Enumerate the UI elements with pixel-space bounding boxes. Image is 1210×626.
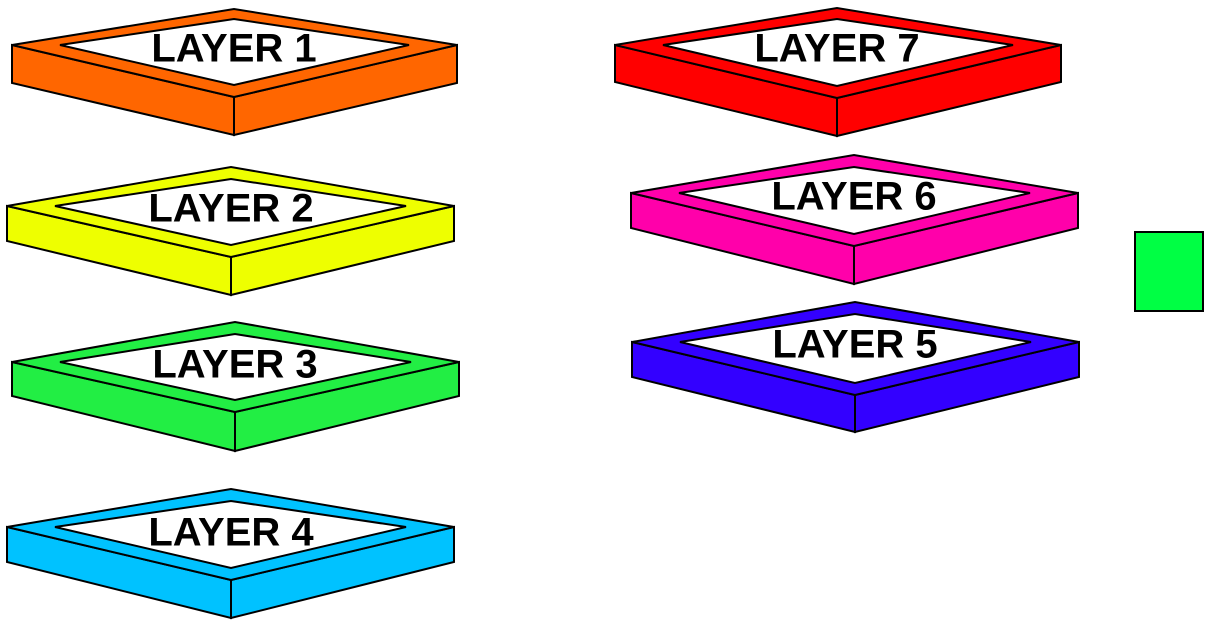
layer-tile-5: LAYER 5: [631, 300, 1080, 434]
layer-label-1: LAYER 1: [151, 27, 316, 71]
layer-tile-1: LAYER 1: [11, 7, 458, 137]
layer-label-6: LAYER 6: [771, 175, 936, 219]
layer-tile-3: LAYER 3: [11, 320, 460, 453]
layer-tile-4: LAYER 4: [6, 487, 455, 620]
layer-tile-2: LAYER 2: [6, 165, 455, 297]
layer-tile-6: LAYER 6: [630, 153, 1079, 286]
layer-label-7: LAYER 7: [754, 27, 919, 71]
layer-tile-7: LAYER 7: [614, 6, 1062, 138]
layer-label-5: LAYER 5: [772, 323, 937, 367]
green-swatch: [1134, 231, 1204, 312]
layer-label-3: LAYER 3: [152, 343, 317, 387]
layer-label-2: LAYER 2: [148, 187, 313, 231]
layer-label-4: LAYER 4: [148, 511, 314, 555]
